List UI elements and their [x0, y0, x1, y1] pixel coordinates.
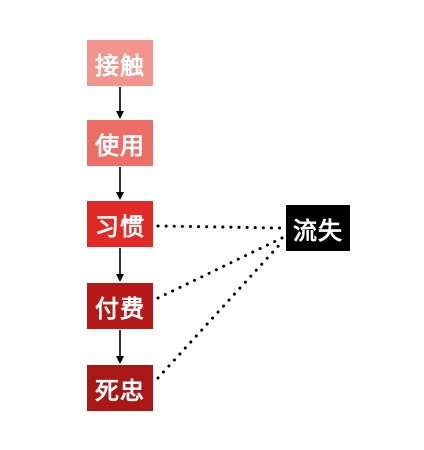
node-churn-label: 流失 — [293, 216, 343, 245]
node-habit-label: 习惯 — [95, 212, 145, 241]
node-use: 使用 — [87, 120, 153, 166]
node-churn: 流失 — [286, 205, 350, 251]
node-contact: 接触 — [87, 40, 153, 86]
dotted-pay-to-churn — [156, 236, 284, 300]
dotted-loyal-to-churn — [156, 240, 284, 380]
node-contact-label: 接触 — [95, 51, 145, 80]
node-use-label: 使用 — [95, 131, 145, 160]
dotted-habit-to-churn — [156, 224, 284, 230]
node-habit: 习惯 — [87, 201, 153, 247]
node-loyal: 死忠 — [87, 365, 153, 411]
node-pay: 付费 — [87, 283, 153, 329]
node-pay-label: 付费 — [95, 294, 145, 323]
node-loyal-label: 死忠 — [95, 376, 145, 405]
